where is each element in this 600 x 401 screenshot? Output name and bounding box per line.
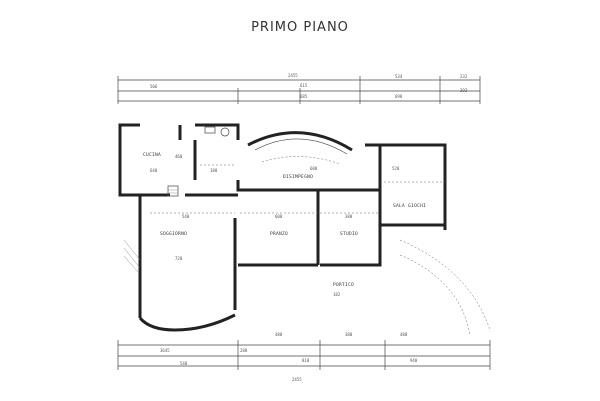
- room-label-disimpegno: DISIMPEGNO: [283, 174, 313, 180]
- room-label-pranzo: PRANZO: [270, 231, 288, 237]
- walls: [118, 123, 447, 332]
- stair: [167, 185, 179, 197]
- dashed-lines: [150, 164, 445, 214]
- dim-top-6: 232: [460, 74, 468, 79]
- bathroom-fixtures: [204, 126, 230, 137]
- dim-bottom-1: 480: [275, 332, 283, 337]
- dim-top-5: 698: [395, 94, 403, 99]
- dim-soggiorno-depth: 720: [175, 256, 183, 261]
- dim-bottom-7: 940: [410, 358, 418, 363]
- dim-pranzo-width: 600: [275, 214, 283, 219]
- dim-cucina-width: 460: [175, 154, 183, 159]
- dim-top-7: 292: [460, 88, 468, 93]
- dim-top-3: 615: [300, 83, 308, 88]
- dim-portico-depth: 182: [333, 292, 341, 297]
- dim-studio-width: 380: [345, 214, 353, 219]
- dim-soggiorno-width: 540: [182, 214, 190, 219]
- dim-bottom-total: 2455: [292, 377, 302, 382]
- dim-bottom-6: 540: [180, 361, 188, 366]
- dim-sala-width: 520: [392, 166, 400, 171]
- room-label-sala-giochi: SALA GIOCHI: [393, 203, 426, 209]
- dim-bottom-4: 3645: [160, 348, 170, 353]
- dim-bottom-3: 480: [400, 332, 408, 337]
- dim-top-total: 2455: [288, 73, 298, 78]
- dim-top-2: 534: [395, 74, 403, 79]
- portico-arcs: [399, 239, 491, 336]
- dim-top-4: 685: [300, 94, 308, 99]
- plan-title: PRIMO PIANO: [251, 20, 349, 35]
- top-dimension-lines: [117, 76, 481, 104]
- room-label-portico: PORTICO: [333, 282, 354, 288]
- dim-disimpegno-depth: 608: [310, 166, 318, 171]
- dim-bottom-5: 818: [302, 358, 310, 363]
- room-label-cucina: CUCINA: [143, 152, 161, 158]
- bottom-dimension-lines: [117, 340, 491, 370]
- room-label-studio: STUDIO: [340, 231, 358, 237]
- entry-hatch: [123, 239, 141, 273]
- dimension-labels: 2455 506 534 615 685 698 232 292 460 640…: [150, 73, 468, 382]
- curved-wall: [247, 131, 353, 165]
- dim-bottom-8: 280: [240, 348, 248, 353]
- dim-top-1: 506: [150, 84, 158, 89]
- dim-cucina-depth: 640: [150, 168, 158, 173]
- dim-bagno-depth: 180: [210, 168, 218, 173]
- dim-bottom-2: 380: [345, 332, 353, 337]
- room-label-soggiorno: SOGGIORNO: [160, 231, 187, 237]
